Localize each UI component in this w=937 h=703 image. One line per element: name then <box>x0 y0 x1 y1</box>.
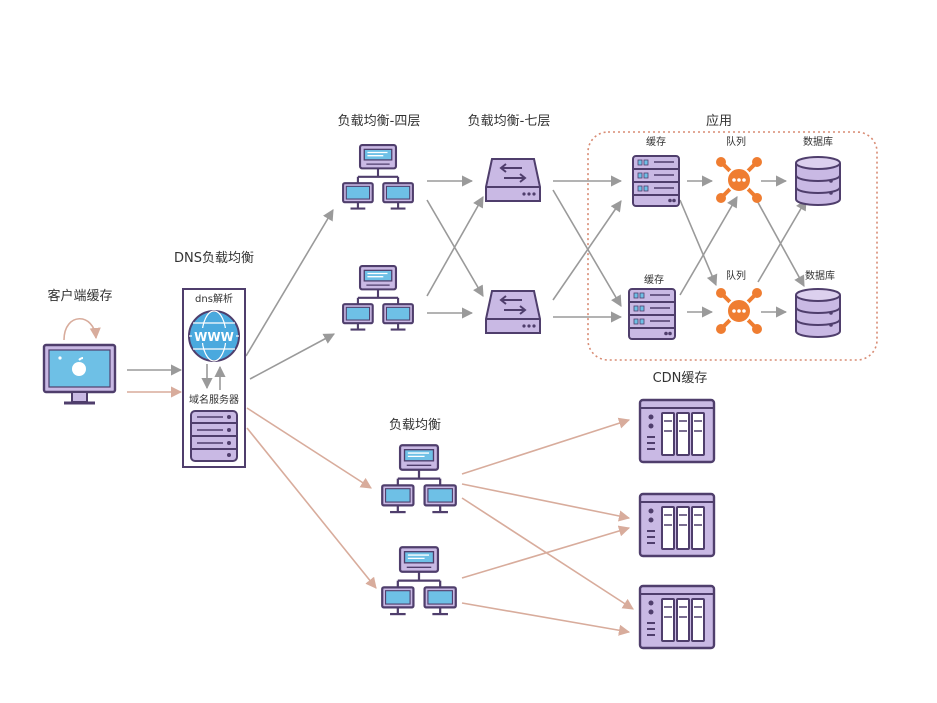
arrow-lbtop-cdn1 <box>461 417 631 475</box>
server-rack-icon <box>190 410 238 462</box>
storage-nas-icon <box>638 492 716 558</box>
globe-www-text: WWW <box>194 330 234 344</box>
grey-connectors <box>127 175 807 380</box>
network-group-icon <box>381 444 457 514</box>
queue-node-icon <box>714 286 764 336</box>
label-cache-bottom: 缓存 <box>644 273 664 286</box>
network-group-icon <box>342 265 414 331</box>
arrow-lbbottom-cdn3 <box>461 602 631 636</box>
globe-www-icon: WWW <box>188 310 240 362</box>
arrow-dns-l4-bottom <box>249 333 335 380</box>
arrow-dns-l4-top <box>245 209 334 357</box>
server-rack-icon <box>632 155 680 207</box>
server-rack-icon <box>628 288 676 340</box>
label-db-bottom: 数据库 <box>805 269 835 282</box>
arrow-lbtop-cdn2 <box>461 483 631 522</box>
desktop-computer-icon <box>42 343 117 405</box>
label-lb-plain: 负载均衡 <box>389 418 441 433</box>
network-group-icon <box>342 144 414 210</box>
arrow-l4bottom-l7top <box>426 196 484 297</box>
arrow-dns-lbbottom <box>246 427 377 589</box>
arrow-cachebottom-queuetop <box>679 196 738 296</box>
network-group-icon <box>381 546 457 616</box>
storage-nas-icon <box>638 584 716 650</box>
label-queue-top: 队列 <box>726 135 746 148</box>
switch-router-icon <box>485 290 541 334</box>
arrow-lbbottom-cdn2 <box>461 525 631 579</box>
label-cdn-cache: CDN缓存 <box>653 371 708 386</box>
queue-node-icon <box>714 155 764 205</box>
label-db-top: 数据库 <box>803 135 833 148</box>
label-lb-l4: 负载均衡-四层 <box>338 114 421 129</box>
pink-connectors <box>127 386 634 636</box>
arrow-l7top-cachebottom <box>552 189 622 307</box>
label-lb-l7: 负载均衡-七层 <box>468 114 551 129</box>
database-cylinder-icon <box>795 156 841 206</box>
client-computer <box>42 317 117 405</box>
label-dns-lb: DNS负载均衡 <box>174 251 254 266</box>
storage-nas-icon <box>638 398 716 464</box>
arrow-cachetop-queuebottom <box>679 199 718 287</box>
arrow-dns-lbtop <box>246 407 372 489</box>
label-app: 应用 <box>706 113 732 129</box>
database-cylinder-icon <box>795 288 841 338</box>
switch-router-icon <box>485 158 541 202</box>
label-domain-server: 域名服务器 <box>189 393 239 406</box>
label-queue-bottom: 队列 <box>726 269 746 282</box>
label-client-cache: 客户端缓存 <box>47 288 112 304</box>
arrow-queuetop-dbbottom <box>754 196 805 287</box>
arrow-lbtop-cdn3 <box>461 497 634 610</box>
label-cache-top: 缓存 <box>646 135 666 148</box>
client-cache-loop-arrow <box>63 317 101 341</box>
label-dns-resolve: dns解析 <box>195 292 233 305</box>
arrow-queuebottom-dbtop <box>757 199 807 283</box>
arrow-l7bottom-cachetop <box>552 200 622 301</box>
